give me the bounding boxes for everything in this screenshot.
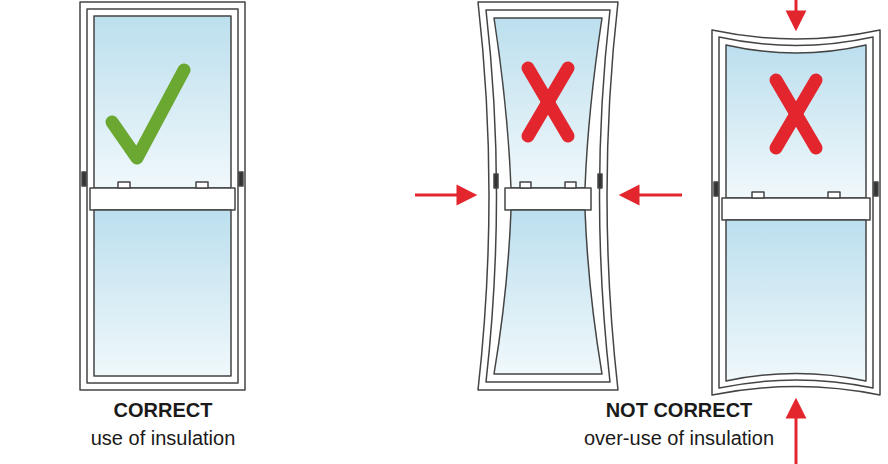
pressure-arrow: [415, 0, 804, 464]
cross-mark: [776, 80, 816, 148]
verdict-heading: CORRECT: [114, 398, 213, 422]
verdict-note: use of insulation: [91, 426, 236, 450]
pinched-window: [478, 2, 618, 390]
cross-mark: [528, 68, 568, 136]
verdict-heading: NOT CORRECT: [606, 398, 753, 422]
bowed-window: [712, 30, 880, 395]
correct-window: [80, 2, 245, 390]
verdict-note: over-use of insulation: [584, 426, 774, 450]
check-mark: [112, 70, 184, 158]
